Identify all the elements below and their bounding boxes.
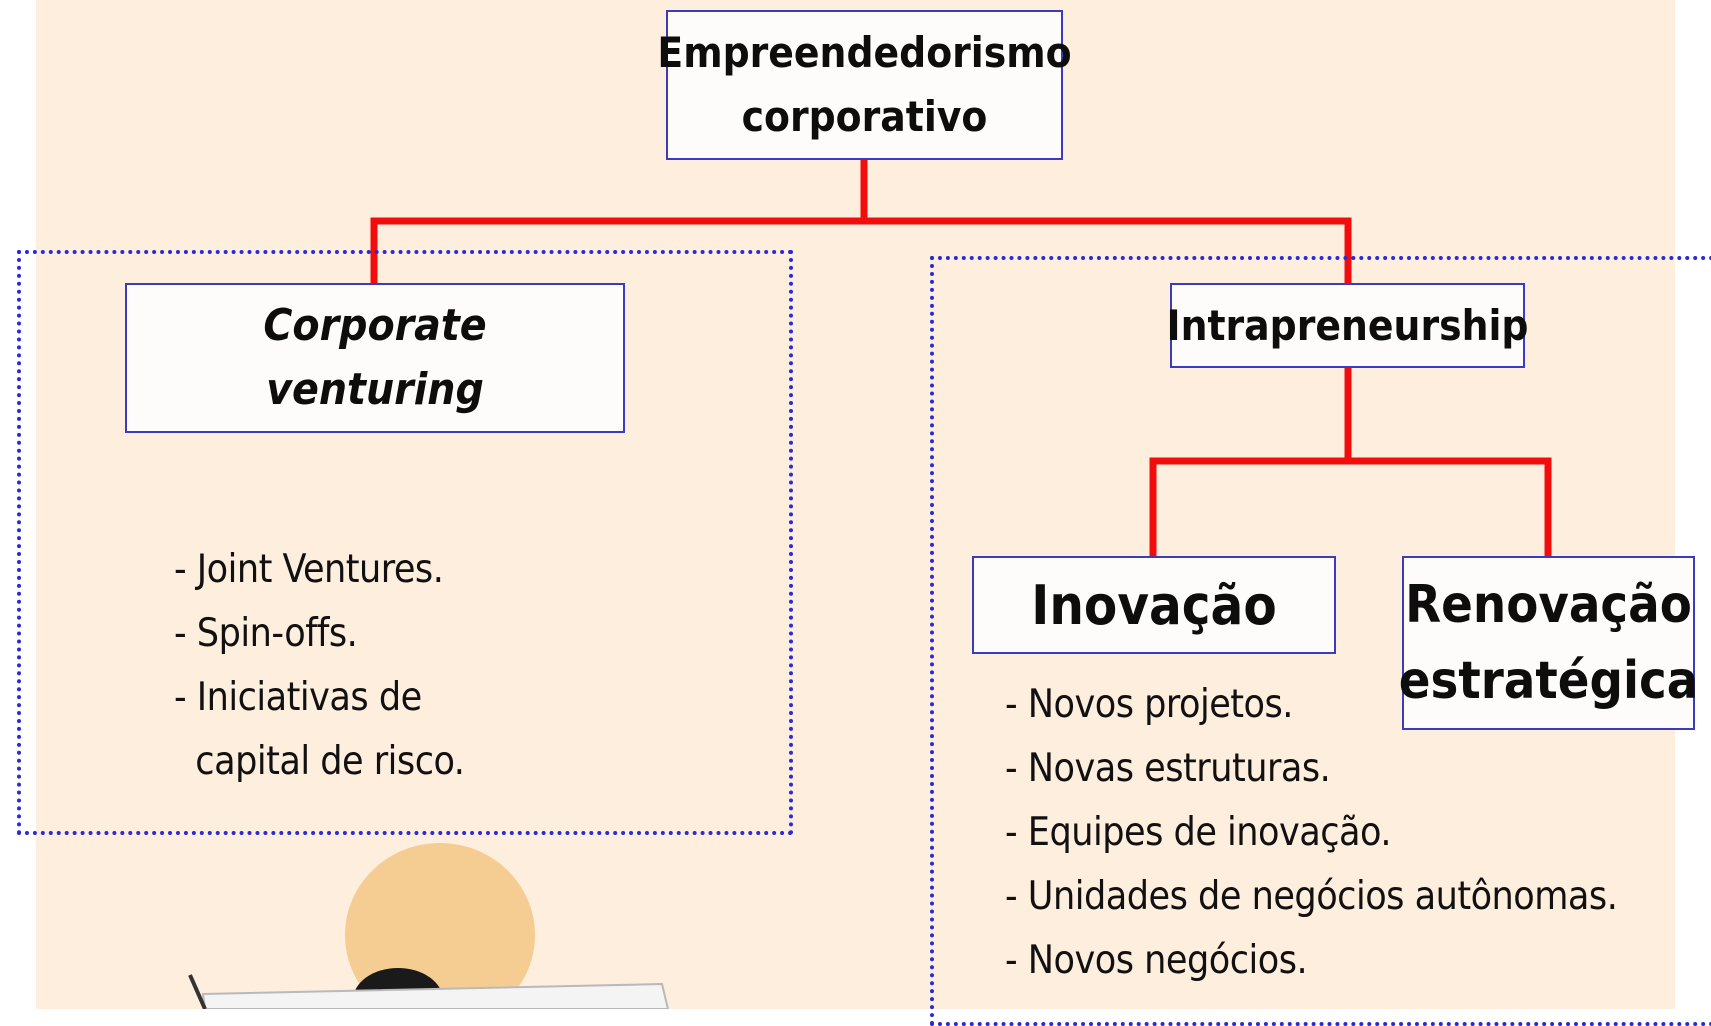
bullet-item: - Equipes de inovação. xyxy=(1005,810,1391,855)
bullet-item: - Novos projetos. xyxy=(1005,682,1293,727)
corporate-venturing-line1: Corporate xyxy=(263,300,487,351)
right-edge xyxy=(1675,0,1711,1009)
intrapreneurship-label: Intrapreneurship xyxy=(1166,301,1529,350)
intrapreneurship-node: Intrapreneurship xyxy=(1167,283,1528,368)
bullet-item: - Joint Ventures. xyxy=(174,547,444,592)
renovacao-line2: estratégica xyxy=(1398,651,1699,711)
head-shape xyxy=(345,843,535,1009)
inovacao-node: Inovação xyxy=(972,556,1336,654)
root-node-line1: Empreendedorismo xyxy=(657,28,1072,77)
renovacao-estrategica-node: Renovação estratégica xyxy=(1399,556,1698,730)
bullet-item: - Novas estruturas. xyxy=(1005,746,1331,791)
inovacao-label: Inovação xyxy=(1031,573,1277,637)
bullet-item: - Unidades de negócios autônomas. xyxy=(1005,874,1618,919)
root-node: Empreendedorismo corporativo xyxy=(657,10,1072,160)
renovacao-line1: Renovação xyxy=(1405,575,1692,635)
corporate-venturing-node: Corporate venturing xyxy=(125,283,625,433)
hand-line xyxy=(188,974,207,1009)
bullet-item: - Iniciativas de xyxy=(174,675,422,720)
inovacao-bullets: - Novos projetos. - Novas estruturas. - … xyxy=(1005,673,1618,993)
corporate-venturing-bullets: - Joint Ventures. - Spin-offs. - Iniciat… xyxy=(174,538,465,794)
root-node-line2: corporativo xyxy=(741,92,988,141)
corporate-venturing-group xyxy=(17,250,793,835)
corporate-venturing-line2: venturing xyxy=(266,364,484,415)
bullet-item: capital de risco. xyxy=(174,739,465,784)
bullet-item: - Novos negócios. xyxy=(1005,938,1308,983)
bullet-item: - Spin-offs. xyxy=(174,611,358,656)
